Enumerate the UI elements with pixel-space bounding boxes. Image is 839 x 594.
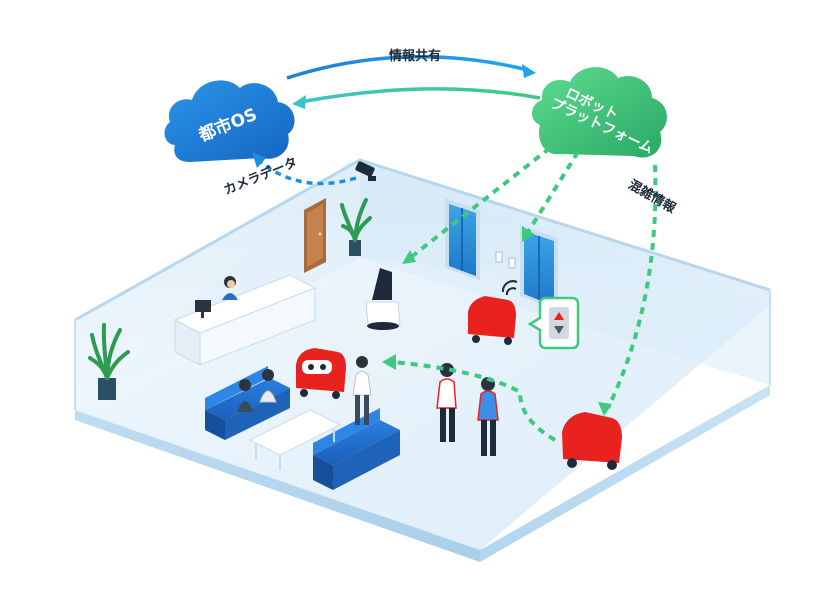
platform-arrowheads	[382, 226, 612, 416]
seated-people	[237, 369, 277, 412]
arrow-to-elevator	[526, 150, 580, 234]
coffee-table	[248, 409, 342, 470]
info-sharing-label: 情報共有	[389, 48, 441, 64]
elevator-left	[445, 198, 480, 280]
robot-lobby	[296, 348, 346, 399]
robot-security	[365, 268, 401, 330]
city-os-cloud: 都市OS	[164, 80, 295, 162]
security-camera-icon	[355, 161, 376, 181]
slab-edge-left	[75, 410, 480, 562]
elevator-right	[520, 225, 558, 310]
down-arrow-icon	[554, 326, 564, 334]
door	[304, 198, 326, 273]
arrow-to-security-robot	[408, 138, 562, 260]
receptionist	[222, 276, 238, 300]
visitors	[436, 363, 499, 456]
up-arrow-icon	[554, 312, 564, 320]
slab-edge-right	[480, 385, 770, 562]
robot-elevator	[468, 296, 516, 345]
plant-front	[88, 323, 130, 400]
robot-platform-cloud: ロボット プラットフォーム	[531, 67, 667, 158]
info-sharing-arrows: 情報共有	[286, 48, 541, 109]
platform-command-arrows	[391, 138, 658, 442]
plant-back	[340, 198, 372, 256]
sofa-left	[205, 366, 290, 440]
elevator-call-bubble	[527, 296, 580, 350]
arrow-platform-to-os	[299, 87, 541, 104]
sofa-right	[313, 408, 400, 490]
arrow-visitor-route	[391, 360, 556, 442]
building-shell	[74, 158, 771, 562]
arrow-os-to-platform	[286, 55, 529, 80]
staff-member	[352, 356, 372, 425]
left-wall	[75, 160, 360, 410]
congestion-info-label: 混雑情報	[625, 177, 679, 217]
wifi-icon	[501, 280, 518, 296]
robot-front	[562, 412, 622, 470]
elevator-buttons	[495, 251, 516, 269]
reception-desk	[173, 274, 317, 366]
